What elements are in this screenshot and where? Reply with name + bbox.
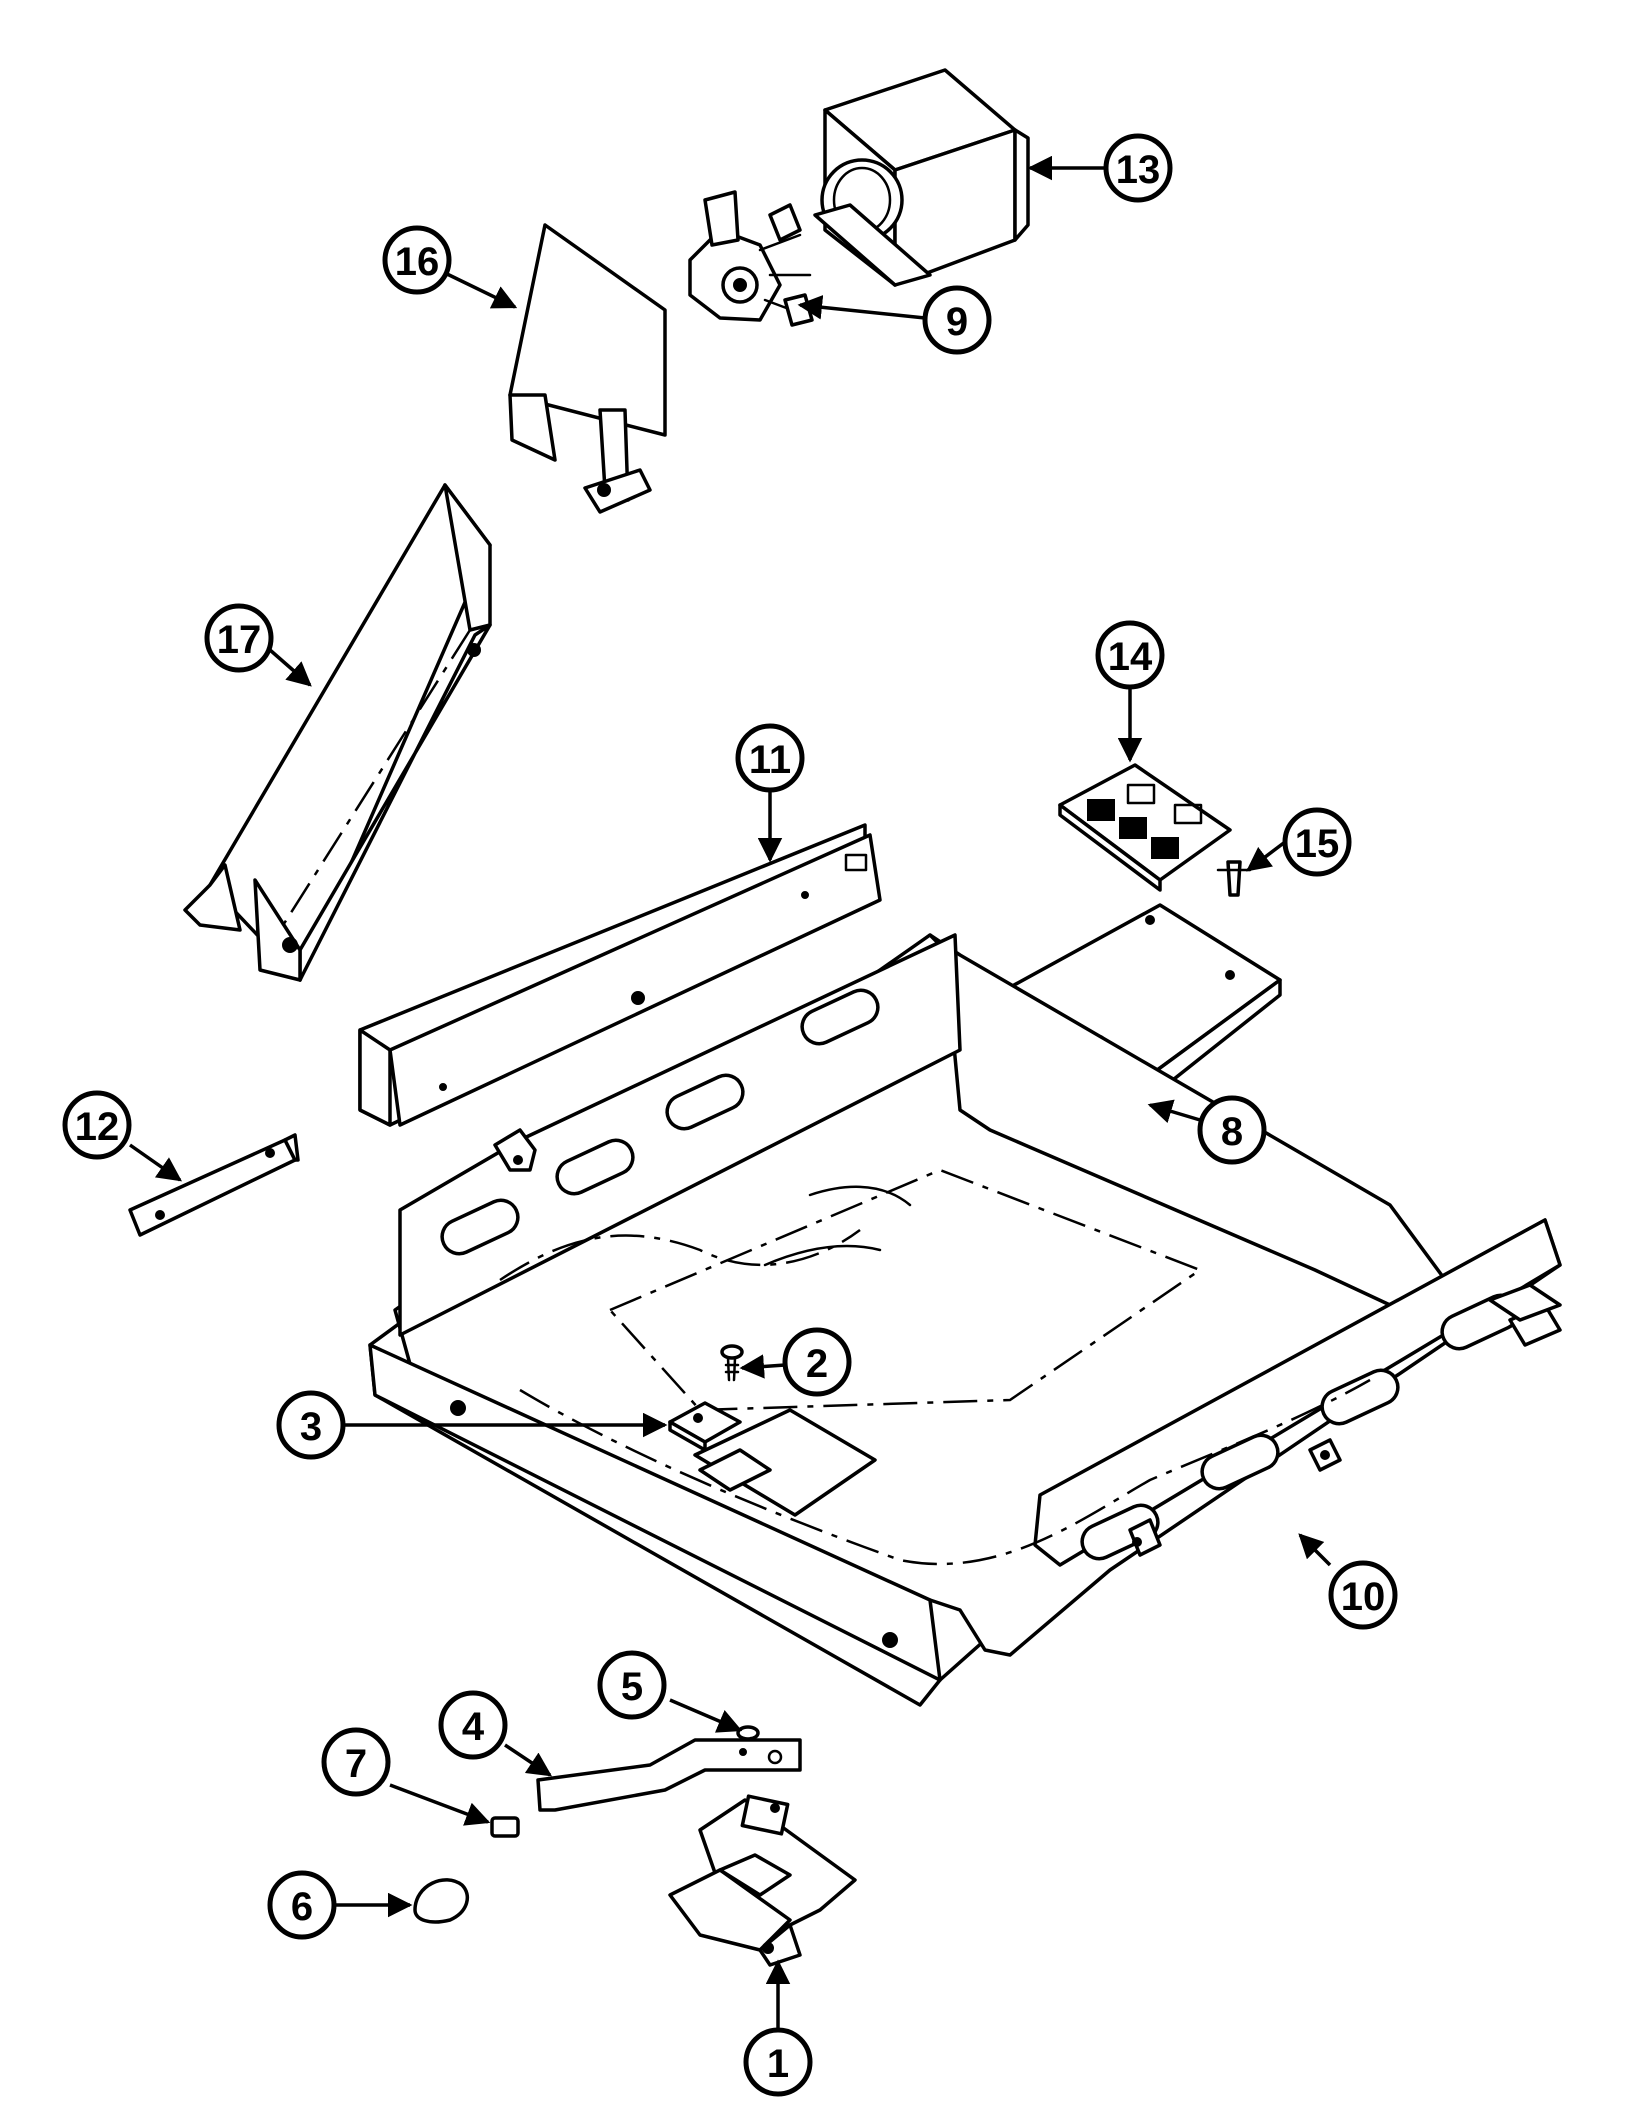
callout-15-label: 15 (1295, 822, 1340, 866)
callout-17: 17 (204, 603, 274, 673)
part-9-fan-motor (688, 190, 814, 327)
part-6-knob (413, 1878, 470, 1924)
callout-10-label: 10 (1341, 1575, 1386, 1619)
part-12-small-bracket (128, 1133, 300, 1237)
callout-5: 5 (597, 1650, 667, 1720)
callout-4-label: 4 (462, 1705, 485, 1749)
part-4-latch-arm (536, 1738, 802, 1812)
callout-7-label: 7 (345, 1742, 367, 1786)
callout-3: 3 (276, 1390, 346, 1460)
callout-9-label: 9 (946, 300, 968, 344)
part-14-control-board (1058, 763, 1232, 892)
callout-2: 2 (782, 1327, 852, 1397)
part-2-screw (720, 1344, 744, 1382)
callout-9: 9 (922, 285, 992, 355)
callout-13-label: 13 (1116, 148, 1161, 192)
callout-10: 10 (1328, 1560, 1398, 1630)
callout-1: 1 (743, 2027, 813, 2097)
callout-8: 8 (1197, 1095, 1267, 1165)
part-15-standoff (1216, 860, 1252, 897)
callout-15: 15 (1282, 807, 1352, 877)
part-1-latch-assembly (668, 1794, 857, 1967)
part-10-base-pan (368, 933, 1562, 1707)
callout-16: 16 (382, 225, 452, 295)
callout-3-label: 3 (300, 1405, 322, 1449)
part-7-pad (490, 1816, 520, 1838)
callout-7: 7 (321, 1727, 391, 1797)
callout-1-label: 1 (767, 2042, 789, 2086)
callout-13: 13 (1103, 133, 1173, 203)
callout-16-label: 16 (395, 240, 440, 284)
part-17-channel-duct (183, 483, 492, 982)
callout-8-label: 8 (1221, 1110, 1243, 1154)
callout-12: 12 (62, 1090, 132, 1160)
callout-11: 11 (735, 723, 805, 793)
callout-4: 4 (438, 1690, 508, 1760)
callout-14-label: 14 (1108, 635, 1153, 679)
callout-17-label: 17 (217, 618, 262, 662)
callout-2-label: 2 (806, 1342, 828, 1386)
part-16-air-deflector (508, 223, 667, 514)
part-13-fan-housing (813, 68, 1030, 287)
leader-lines (128, 155, 1332, 2030)
callout-14: 14 (1095, 620, 1165, 690)
callout-6-label: 6 (291, 1885, 313, 1929)
callout-6: 6 (267, 1870, 337, 1940)
callout-12-label: 12 (75, 1105, 120, 1149)
callout-5-label: 5 (621, 1665, 643, 1709)
callout-11-label: 11 (749, 738, 791, 782)
part-3-switch (668, 1401, 742, 1452)
